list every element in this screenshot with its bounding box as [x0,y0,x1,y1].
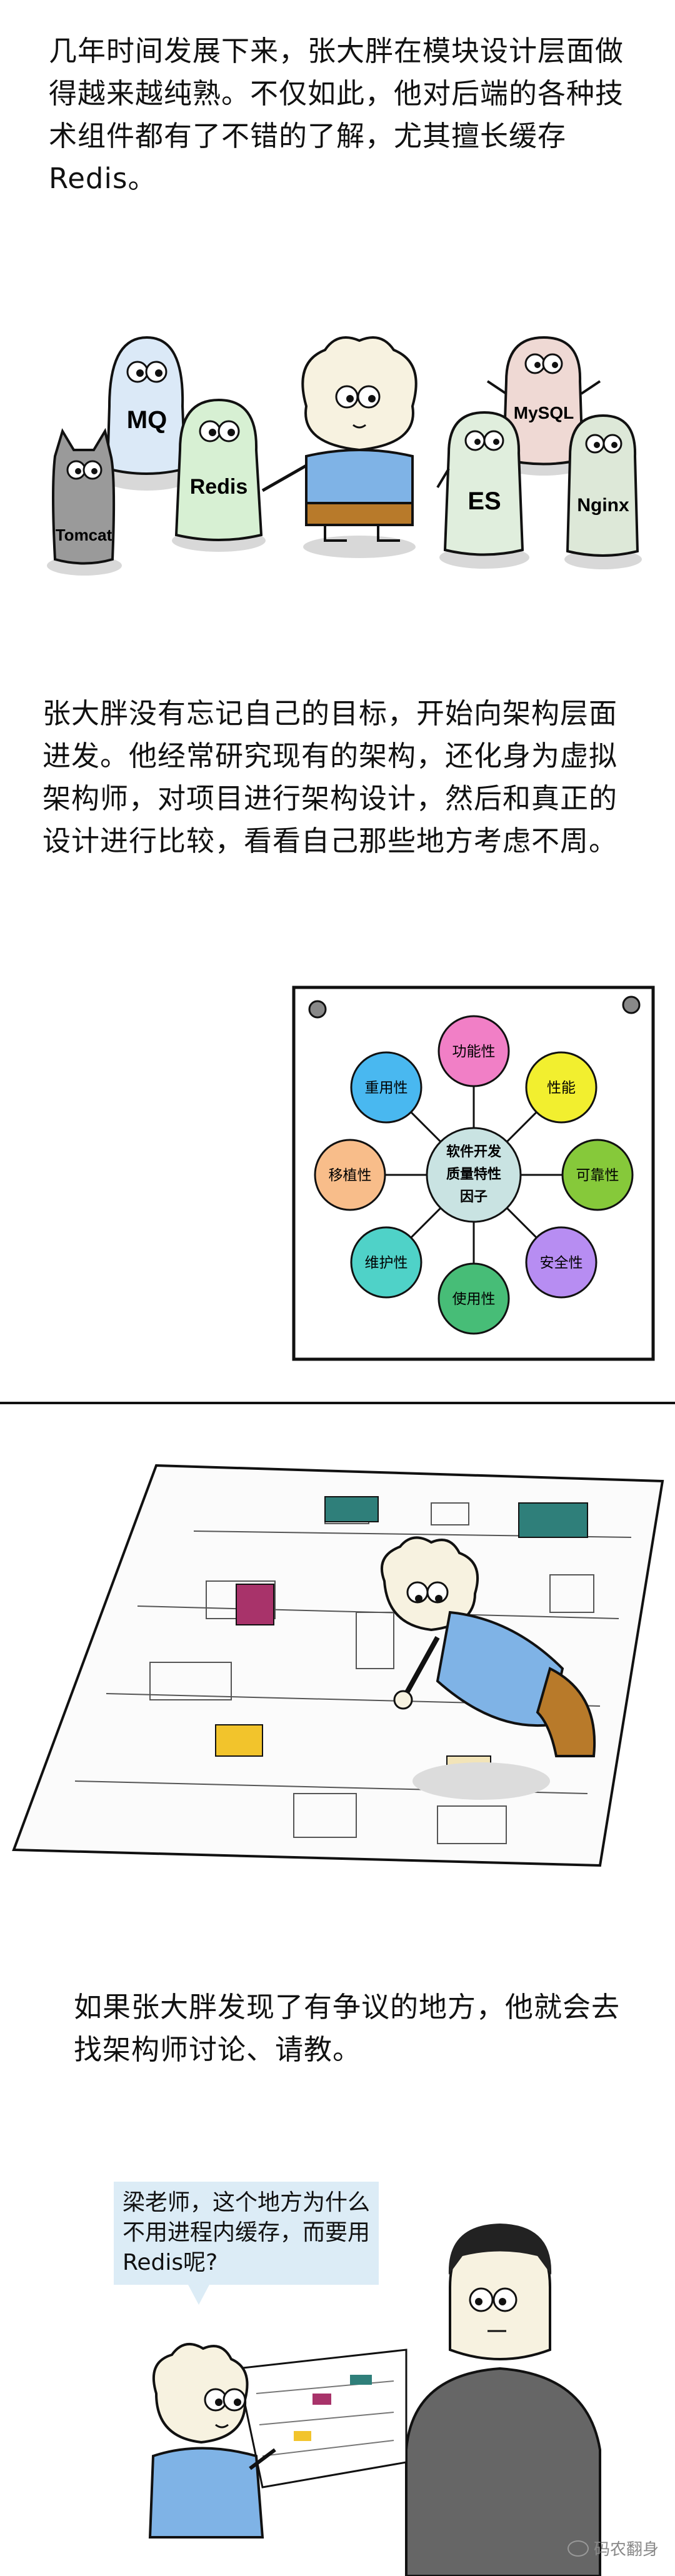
wheel-petal: 功能性 [438,1015,510,1087]
discussion-paragraph: 如果张大胖发现了有争议的地方，他就会去找架构师讨论、请教。 [74,1990,621,2066]
tech-components-scene: MQ Tomcat Redis MySQL ES [47,336,642,576]
es-label: ES [468,487,501,515]
wheel-petal-label: 重用性 [364,1080,408,1096]
wheel-petal: 性能 [525,1051,598,1124]
wheel-center-line: 质量特性 [446,1166,501,1182]
watermark-text: 码农翻身 [593,2540,659,2559]
wheel-center-line: 因子 [460,1189,488,1205]
mysql-character: MySQL [486,336,601,466]
wheel-petal-label: 维护性 [364,1255,408,1271]
zhang-dapang-character [261,336,418,542]
wheel-petal: 可靠性 [561,1139,634,1211]
zhang-dapang-asking [148,2342,276,2539]
wheel-center: 软件开发 质量特性 因子 [426,1127,522,1223]
wheel-petal-label: 功能性 [452,1044,496,1060]
nginx-label: Nginx [577,495,629,516]
wheel-petal: 维护性 [350,1226,422,1299]
pin-icon [308,1000,327,1019]
tomcat-character: Tomcat [52,427,116,565]
wheel-petal: 使用性 [438,1262,510,1335]
blueprint-scene [12,1464,664,1867]
wheel-petal-label: 性能 [547,1080,576,1096]
mysql-label: MySQL [514,403,574,422]
architect-character [405,2224,601,2576]
architecture-paragraph: 张大胖没有忘记自己的目标，开始向架构层面进发。他经常研究现有的架构，还化身为虚拟… [42,697,618,857]
es-character: ES [436,411,524,556]
wheel-petal: 移植性 [314,1139,386,1211]
speech-bubble-tail [188,2284,210,2305]
wheel-petal: 安全性 [525,1226,598,1299]
intro-paragraph: 几年时间发展下来，张大胖在模块设计层面做得越来越纯熟。不仅如此，他对后端的各种技… [49,34,624,195]
redis-character: Redis [174,398,263,541]
speech-bubble: 梁老师，这个地方为什么不用进程内缓存，而要用Redis呢? [114,2182,379,2285]
wechat-icon [567,2540,589,2557]
wheel-petal-label: 使用性 [452,1291,496,1307]
architecture-diagram-paper [236,2349,408,2489]
watermark: 码农翻身 [567,2537,659,2560]
panel-divider [0,1402,675,1404]
wheel-petal-label: 可靠性 [576,1167,619,1184]
tomcat-label: Tomcat [56,526,112,544]
zhang-dapang-drawing [381,1536,596,1800]
mq-character: MQ [106,336,187,475]
mq-label: MQ [127,406,167,434]
redis-label: Redis [190,475,248,499]
wheel-center-line: 软件开发 [446,1144,502,1160]
discussion-scene [148,2224,601,2576]
nginx-character: Nginx [566,414,639,557]
wheel-petal-label: 安全性 [540,1255,583,1271]
wheel-petal-label: 移植性 [329,1167,372,1184]
pin-icon [622,996,641,1014]
wheel-petal: 重用性 [350,1051,422,1124]
